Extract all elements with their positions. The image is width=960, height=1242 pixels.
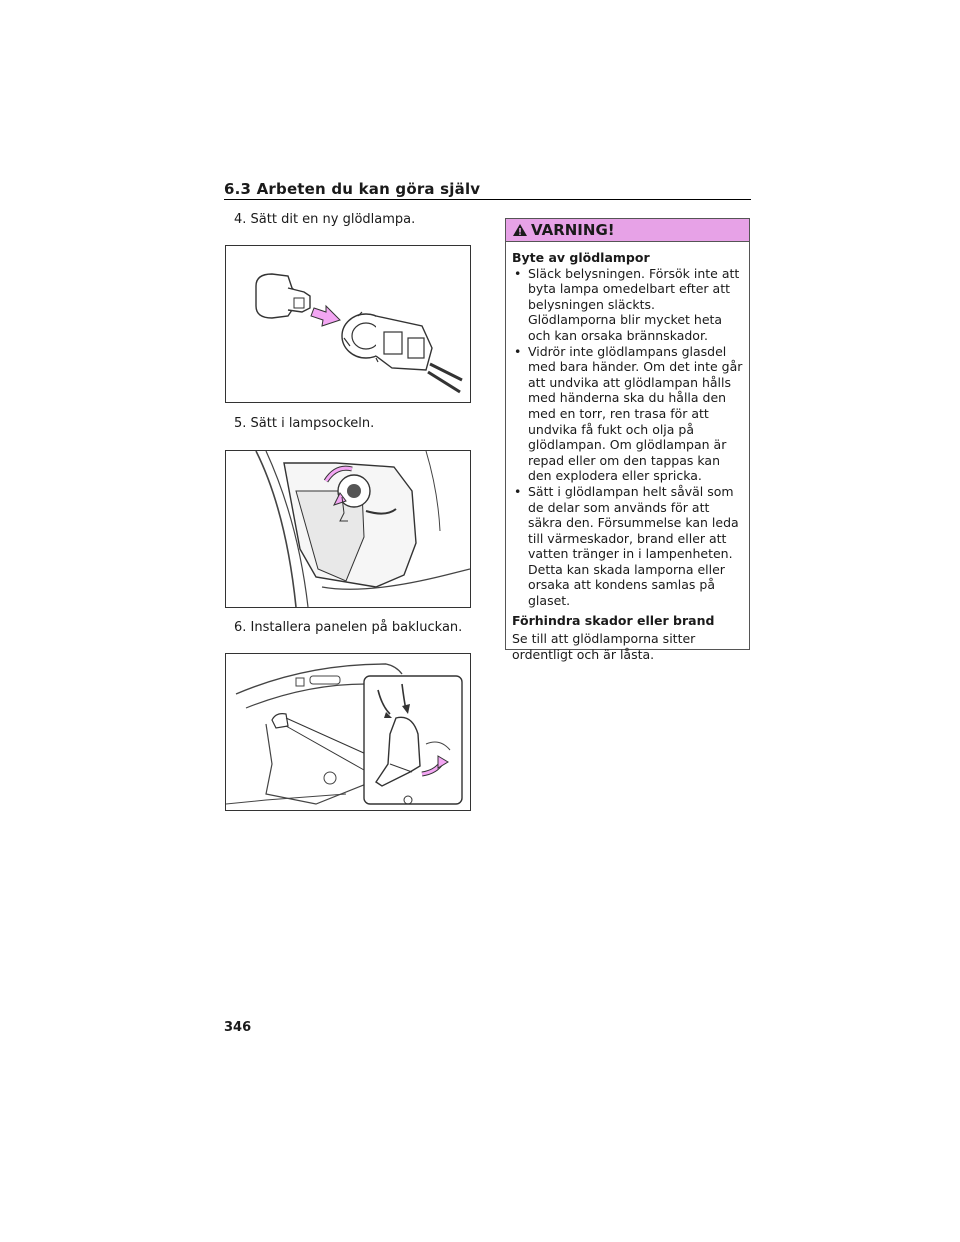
warning-title: VARNING!: [531, 221, 615, 239]
warning-bullet-text: Sätt i glödlampan helt såväl som de dela…: [528, 483, 739, 609]
step-5-text: 5. Sätt i lampsockeln.: [234, 416, 375, 431]
warning-bullet: •Sätt i glödlampan helt såväl som de del…: [512, 484, 743, 609]
warning-paragraph: Se till att glödlamporna sitter ordentli…: [512, 631, 696, 662]
section-title: 6.3 Arbeten du kan göra själv: [224, 180, 481, 198]
figure-insert-bulb: [225, 245, 471, 403]
step-6-text: 6. Installera panelen på bakluckan.: [234, 620, 463, 635]
tailgate-panel-illustration: [226, 663, 463, 805]
figure-insert-socket: [225, 450, 471, 608]
bulb-socket-illustration: [255, 273, 463, 394]
warning-bullet-text: Släck belysningen. Försök inte att byta …: [528, 265, 740, 343]
warning-bullet-text: Vidrör inte glödlampans glasdel med bara…: [528, 343, 743, 484]
warning-bullet: •Vidrör inte glödlampans glasdel med bar…: [514, 343, 743, 484]
warning-heading-prevent-damage: Förhindra skador eller brand: [512, 612, 715, 628]
lamp-socket-illustration: [255, 451, 470, 607]
step-4-text: 4. Sätt dit en ny glödlampa.: [234, 212, 416, 227]
warning-heading-bulb-replacement: Byte av glödlampor: [512, 250, 650, 265]
warning-header: VARNING!: [506, 219, 749, 242]
page-number: 346: [224, 1020, 252, 1035]
warning-triangle-icon: [513, 224, 527, 236]
warning-box: VARNING! Byte av glödlampor •Släck belys…: [505, 218, 750, 662]
section-rule: [224, 199, 751, 200]
figure-install-panel: [225, 653, 471, 811]
warning-bullet: •Släck belysningen. Försök inte att byta…: [512, 266, 743, 344]
